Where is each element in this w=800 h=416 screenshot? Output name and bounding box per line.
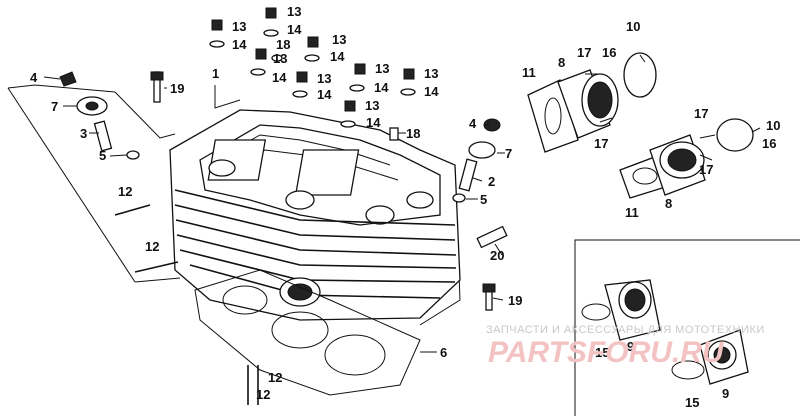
- callout-10: 10: [626, 19, 640, 34]
- callout-13: 13: [424, 66, 438, 81]
- callout-13: 13: [365, 98, 379, 113]
- callout-8: 8: [558, 55, 565, 70]
- callout-13: 13: [317, 71, 331, 86]
- callout-15: 15: [685, 395, 699, 410]
- callout-14: 14: [272, 70, 287, 85]
- callout-14: 14: [232, 37, 247, 52]
- studs: [114, 204, 259, 405]
- callout-20: 20: [490, 248, 504, 263]
- callout-7: 7: [505, 146, 512, 161]
- callout-12: 12: [145, 239, 159, 254]
- callout-16: 16: [762, 136, 776, 151]
- callout-14: 14: [374, 80, 389, 95]
- callout-14: 14: [317, 87, 332, 102]
- leader-lines: [43, 54, 761, 301]
- callout-4: 4: [469, 116, 477, 131]
- callout-5: 5: [480, 192, 487, 207]
- callout-11: 11: [522, 65, 536, 80]
- callout-15: 15: [595, 345, 609, 360]
- callout-19: 19: [508, 293, 522, 308]
- callout-19: 19: [170, 81, 184, 96]
- watermark: ЗАПЧАСТИ И АКСЕССУАРЫ ДЛЯ МОТОТЕХНИКИ PA…: [486, 324, 765, 369]
- left-small-parts: [59, 71, 164, 160]
- callout-1: 1: [212, 66, 219, 81]
- callout-7: 7: [51, 99, 58, 114]
- callout-labels: 1 4 7 3 5 19 12 12 13 14 13 14 18 13 14 …: [30, 4, 780, 410]
- callout-17: 17: [577, 45, 591, 60]
- intake-manifolds: [527, 52, 754, 199]
- callout-17: 17: [699, 162, 713, 177]
- inset-box: [574, 239, 800, 416]
- callout-14: 14: [366, 115, 381, 130]
- callout-13: 13: [232, 19, 246, 34]
- callout-13: 13: [287, 4, 301, 19]
- callout-12: 12: [256, 387, 270, 402]
- head-gasket: [194, 269, 437, 396]
- callout-11: 11: [625, 205, 639, 220]
- callout-13: 13: [273, 51, 287, 66]
- callout-10: 10: [766, 118, 780, 133]
- callout-17: 17: [594, 136, 608, 151]
- callout-9: 9: [627, 339, 634, 354]
- callout-18: 18: [406, 126, 420, 141]
- watermark-logo: PARTSFORU.RU: [488, 336, 725, 369]
- callout-6: 6: [440, 345, 447, 360]
- valve-parts: [452, 118, 508, 311]
- callout-8: 8: [665, 196, 672, 211]
- callout-4: 4: [30, 70, 38, 85]
- callout-13: 13: [375, 61, 389, 76]
- callout-17: 17: [694, 106, 708, 121]
- callout-12: 12: [118, 184, 132, 199]
- cylinder-head: [169, 109, 461, 321]
- callout-2: 2: [488, 174, 495, 189]
- callout-5: 5: [99, 148, 106, 163]
- callout-3: 3: [80, 126, 87, 141]
- watermark-tagline: ЗАПЧАСТИ И АКСЕССУАРЫ ДЛЯ МОТОТЕХНИКИ: [486, 324, 765, 336]
- cap-nuts: [209, 7, 416, 141]
- callout-18: 18: [276, 37, 290, 52]
- callout-9: 9: [722, 386, 729, 401]
- callout-14: 14: [424, 84, 439, 99]
- callout-16: 16: [602, 45, 616, 60]
- callout-14: 14: [287, 22, 302, 37]
- callout-14: 14: [330, 49, 345, 64]
- callout-13: 13: [332, 32, 346, 47]
- callout-12: 12: [268, 370, 282, 385]
